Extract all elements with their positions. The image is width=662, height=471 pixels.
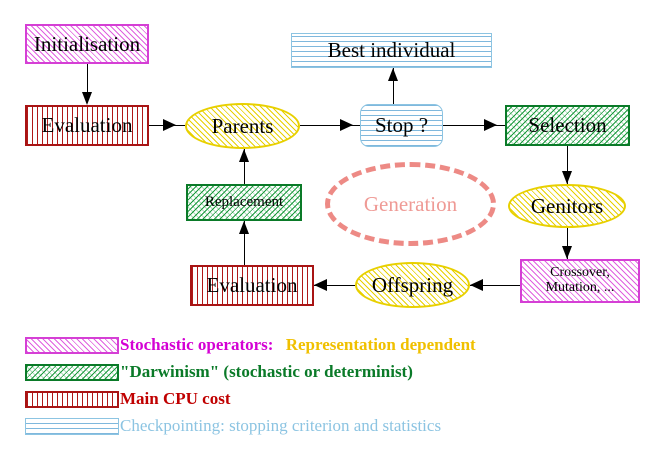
node-selection[interactable]: Selection: [505, 105, 630, 146]
legend-label-text: "Darwinism" (stochastic or determinist): [120, 362, 413, 381]
node-label: Stop ?: [374, 113, 429, 138]
node-evaluation-bottom[interactable]: Evaluation: [190, 265, 314, 306]
node-label: Selection: [528, 113, 607, 138]
edge-offspring-to-evaluation: [314, 285, 355, 286]
arrowhead-down: [82, 92, 92, 105]
node-label: Replacement: [204, 193, 284, 210]
node-label-line2: Mutation, ...: [545, 280, 615, 295]
legend-swatch-green-crosshatch: [25, 364, 119, 381]
arrowhead-down: [562, 171, 572, 184]
node-label: Best individual: [327, 38, 456, 63]
node-label: Evaluation: [41, 113, 133, 138]
legend-swatch-magenta-diagonal-hatch: [25, 337, 119, 354]
edge-selection-to-genitors: [567, 146, 568, 184]
arrowhead-up: [239, 221, 249, 234]
edge-evaluation-to-replacement: [244, 221, 245, 265]
arrowhead-up: [239, 149, 249, 162]
arrowhead-left: [470, 279, 483, 291]
legend-label-text: Stochastic operators:: [120, 335, 274, 354]
arrowhead-left: [314, 279, 327, 291]
generation-dashed-ellipse: [325, 162, 496, 246]
legend-swatch-red-vertical-lines: [25, 391, 119, 408]
node-genitors[interactable]: Genitors: [508, 184, 626, 228]
edge-replacement-to-parents: [244, 149, 245, 184]
node-evaluation-top[interactable]: Evaluation: [25, 105, 149, 146]
arrowhead-right: [163, 119, 176, 131]
legend: Stochastic operators: Representation dep…: [0, 335, 662, 445]
arrowhead-up: [388, 68, 398, 81]
legend-label-text: Checkpointing: stopping criterion and st…: [120, 416, 442, 435]
edge-stop-to-best-individual: [393, 68, 394, 104]
legend-label: "Darwinism" (stochastic or determinist): [120, 362, 413, 382]
edge-parents-to-stop: [300, 125, 360, 126]
node-label: Initialisation: [33, 31, 141, 56]
legend-row: Checkpointing: stopping criterion and st…: [0, 416, 662, 445]
edge-initialisation-to-evaluation: [87, 64, 88, 94]
node-generation-cycle: Generation: [325, 162, 496, 246]
node-initialisation[interactable]: Initialisation: [25, 24, 149, 64]
node-label: Parents: [211, 113, 274, 138]
node-crossover-mutation[interactable]: Crossover, Mutation, ...: [520, 259, 640, 303]
legend-label: Checkpointing: stopping criterion and st…: [120, 416, 441, 436]
legend-label: Stochastic operators: Representation dep…: [120, 335, 476, 355]
legend-label: Main CPU cost: [120, 389, 230, 409]
node-label-line1: Crossover,: [550, 265, 610, 281]
edge-crossover-to-offspring: [470, 285, 520, 286]
arrowhead-down: [562, 246, 572, 259]
node-replacement[interactable]: Replacement: [186, 184, 302, 221]
legend-row: Main CPU cost: [0, 389, 662, 418]
node-offspring[interactable]: Offspring: [355, 262, 470, 308]
legend-swatch-blue-horizontal-lines: [25, 418, 119, 435]
node-label: Genitors: [530, 193, 604, 218]
node-parents[interactable]: Parents: [185, 103, 300, 149]
legend-row: "Darwinism" (stochastic or determinist): [0, 362, 662, 391]
edge-genitors-to-crossover: [567, 228, 568, 259]
arrowhead-right: [484, 119, 497, 131]
generation-label: Generation: [363, 191, 458, 216]
edge-stop-to-selection: [443, 125, 505, 126]
legend-label-tail: Representation dependent: [285, 335, 476, 354]
arrowhead-right: [340, 119, 353, 131]
node-stop[interactable]: Stop ?: [360, 104, 443, 147]
node-label: Offspring: [371, 272, 454, 297]
node-best-individual[interactable]: Best individual: [291, 33, 492, 68]
node-label: Evaluation: [206, 273, 298, 298]
legend-row: Stochastic operators: Representation dep…: [0, 335, 662, 364]
legend-label-text: Main CPU cost: [120, 389, 231, 408]
